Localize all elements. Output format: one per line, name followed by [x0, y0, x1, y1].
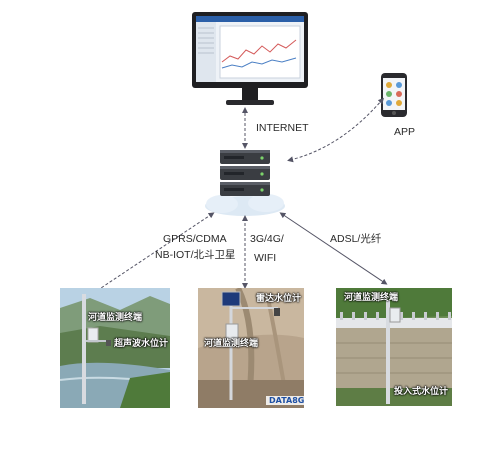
ultrasonic-sensor-label: 超声波水位计: [114, 339, 169, 349]
mobile-network-label: 3G/4G/: [250, 233, 284, 245]
radar-sensor-label: 雷达水位计: [256, 294, 302, 304]
wifi-label: WIFI: [254, 252, 277, 264]
app-label: APP: [394, 126, 416, 138]
submersible-sensor-label: 投入式水位计: [394, 387, 449, 397]
brand-watermark: DATA8G: [266, 396, 304, 405]
phone-icon: [380, 72, 408, 118]
middle-terminal-label: 河道监测终端: [204, 339, 259, 349]
internet-label: INTERNET: [256, 122, 309, 134]
left-terminal-label: 河道监测终端: [88, 313, 143, 323]
submersible-site-photo: 河道监测终端 投入式水位计: [336, 288, 452, 406]
monitor: [190, 10, 310, 110]
adsl-label: ADSL/光纤: [330, 233, 382, 245]
radar-site-photo: 雷达水位计 河道监测终端 DATA8G: [198, 288, 304, 408]
nbiot-label: NB-IOT/北斗卫星: [155, 249, 236, 261]
right-terminal-label: 河道监测终端: [344, 293, 399, 303]
server-icon: [200, 148, 290, 220]
gprs-label: GPRS/CDMA: [163, 233, 227, 245]
ultrasonic-site-photo: 河道监测终端 超声波水位计: [60, 288, 170, 408]
